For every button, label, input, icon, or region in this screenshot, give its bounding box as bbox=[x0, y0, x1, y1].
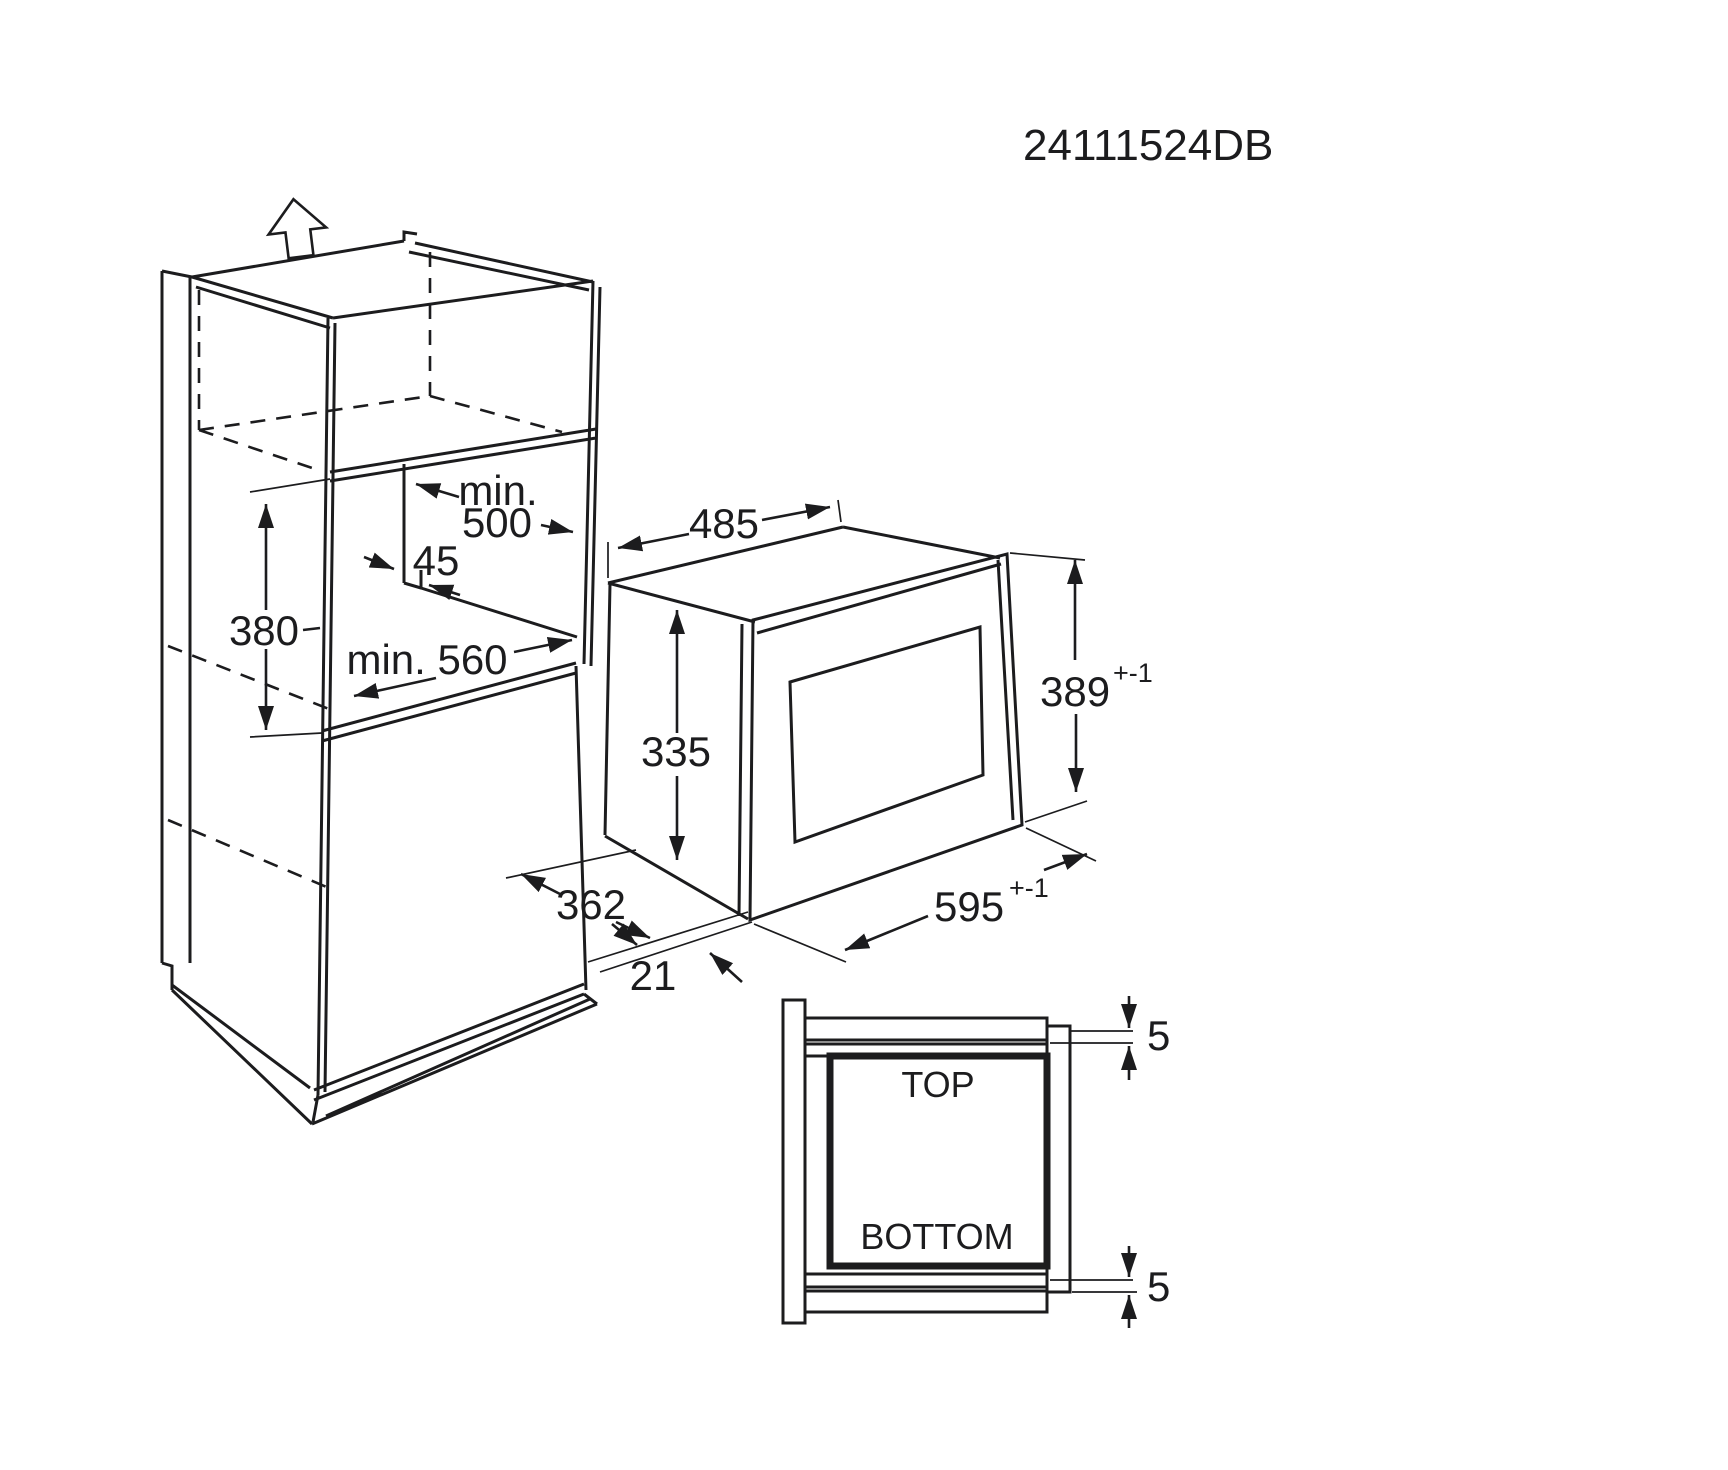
dimension-arrow bbox=[428, 583, 461, 600]
dim-door-width-tolerance: +-1 bbox=[1009, 873, 1049, 903]
dim-leader bbox=[302, 626, 321, 632]
dim-niche-width-min-label: min. bbox=[458, 467, 537, 514]
part-number: 24111524DB bbox=[1023, 121, 1273, 170]
up-arrow-icon bbox=[265, 197, 330, 260]
dimension-arrow bbox=[617, 532, 690, 552]
plan-label-top: TOP bbox=[901, 1064, 974, 1105]
plan-bottom-panel bbox=[803, 1289, 1049, 1314]
dimension-arrow bbox=[611, 923, 638, 946]
dim-door-height-389: 389 bbox=[1040, 668, 1110, 715]
dimension-arrow bbox=[513, 637, 573, 654]
dimension-arrow bbox=[844, 914, 929, 952]
dim-leader bbox=[1050, 1030, 1133, 1044]
plan-top-panel bbox=[803, 1016, 1049, 1042]
dim-front-gap-45: 45 bbox=[413, 537, 460, 584]
dim-niche-width-500: 500 bbox=[462, 499, 532, 546]
dimension-arrow bbox=[709, 952, 743, 983]
dim-niche-depth-560: min. 560 bbox=[346, 636, 507, 683]
dim-door-overhang-21: 21 bbox=[630, 952, 677, 999]
dim-niche-height-380: 380 bbox=[229, 607, 299, 654]
plan-bottom-trim bbox=[803, 1272, 1049, 1289]
dimension-arrow bbox=[415, 482, 460, 499]
cabinet-hidden-edges bbox=[167, 252, 563, 890]
microwave-dimensions bbox=[505, 499, 1097, 983]
cabinet-dimensions bbox=[249, 478, 574, 738]
dimension-arrow bbox=[353, 676, 437, 699]
dimension-arrow bbox=[1043, 852, 1088, 872]
dim-plan-gap-top-5: 5 bbox=[1147, 1012, 1170, 1059]
plan-label-bottom: BOTTOM bbox=[860, 1216, 1013, 1257]
dim-door-height-tolerance: +-1 bbox=[1113, 658, 1153, 688]
dimension-arrow bbox=[761, 503, 831, 522]
dim-extension-lines bbox=[505, 849, 753, 973]
dimension-arrow bbox=[540, 519, 574, 535]
plan-side-panel bbox=[781, 998, 807, 1325]
dim-body-depth-362: 362 bbox=[556, 881, 626, 928]
dim-door-width-595: 595 bbox=[934, 883, 1004, 930]
dim-leader bbox=[1050, 1279, 1137, 1293]
dim-body-width-485: 485 bbox=[689, 500, 759, 547]
plan-door-front bbox=[1045, 1024, 1072, 1294]
dimension-arrow bbox=[520, 872, 561, 896]
microwave-outline bbox=[603, 525, 1024, 923]
cabinet-drawing bbox=[160, 197, 602, 1126]
dim-plan-gap-bottom-5: 5 bbox=[1147, 1263, 1170, 1310]
dim-extension-lines bbox=[249, 478, 331, 738]
dimension-arrow bbox=[363, 552, 395, 571]
dim-body-height-335: 335 bbox=[641, 728, 711, 775]
dim-extension-lines bbox=[607, 499, 842, 578]
microwave-drawing bbox=[603, 525, 1024, 923]
dim-extension-lines bbox=[1009, 552, 1088, 823]
plan-view-drawing bbox=[781, 996, 1137, 1328]
cabinet-outline bbox=[160, 230, 602, 1126]
